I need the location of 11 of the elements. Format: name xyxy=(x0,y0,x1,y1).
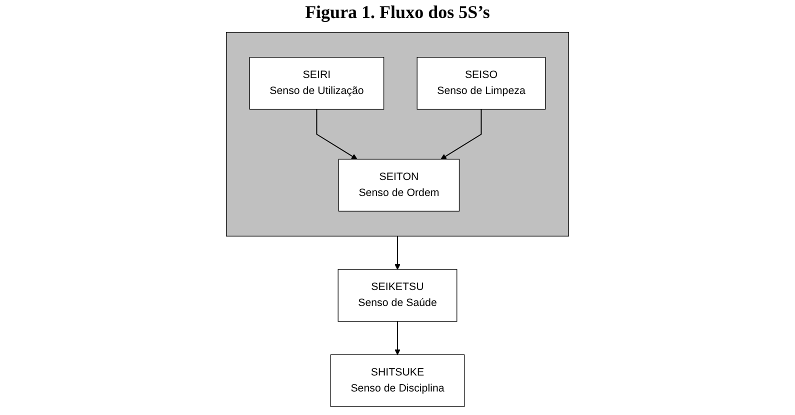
figure-title: Figura 1. Fluxo dos 5S’s xyxy=(304,2,491,23)
node-box: SEISO Senso de Limpeza xyxy=(416,56,546,110)
arrow xyxy=(394,236,400,270)
node-box: SEIRI Senso de Utilização xyxy=(249,56,384,110)
cluster xyxy=(226,32,569,236)
arrow xyxy=(316,108,358,160)
arrow xyxy=(440,108,482,160)
node-box: SHITSUKE Senso de Disciplina xyxy=(330,354,465,407)
node-box: SEITON Senso de Ordem xyxy=(338,158,460,212)
node-box: SEIKETSU Senso de Saúde xyxy=(338,269,458,322)
arrow xyxy=(394,320,400,355)
